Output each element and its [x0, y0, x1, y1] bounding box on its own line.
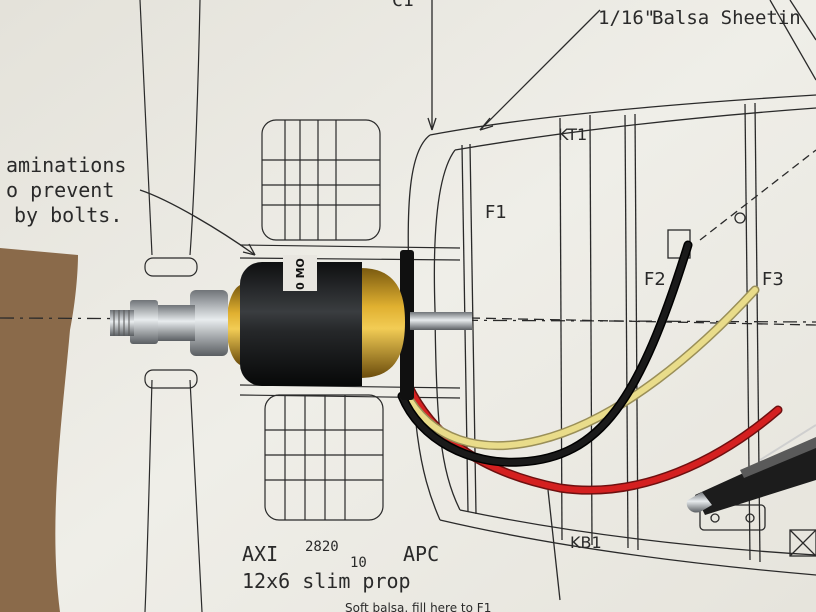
- propeller-drawing: [139, 0, 203, 612]
- motor-gold-can: [360, 268, 405, 378]
- laminations-line2: o prevent: [6, 178, 114, 202]
- motor-shaft-rear: [410, 312, 472, 330]
- former-f1-label: F1: [485, 202, 507, 223]
- former-f3-label: F3: [762, 269, 784, 290]
- pen: [686, 424, 816, 515]
- motor-label: [283, 255, 317, 291]
- motor-mount-plate: [400, 250, 414, 400]
- motor-wires: [397, 240, 783, 495]
- balsa-note: Balsa Sheetin: [652, 7, 801, 29]
- prop-collet: [155, 305, 195, 341]
- cowl-drawing: [239, 119, 461, 521]
- motor-note-axi: AXI: [242, 542, 278, 566]
- keel-bottom-label: KB1: [570, 533, 602, 552]
- laminations-line1: aminations: [6, 153, 126, 177]
- motor-note-kv-sup: 2820: [305, 539, 339, 555]
- motor-front-ring: [226, 285, 240, 365]
- motor-note-kv-sub: 10: [350, 555, 367, 571]
- motor-label-text: 0 MO: [294, 258, 307, 290]
- bottom-note: Soft balsa, fill here to F1: [345, 601, 491, 612]
- keel-top-label: KT1: [558, 125, 587, 144]
- motor-note-apc: APC: [403, 542, 439, 566]
- motor-note-prop: 12x6 slim prop: [242, 569, 411, 593]
- prop-adapter: [190, 290, 228, 356]
- former-f2-label: F2: [644, 269, 666, 290]
- balsa-fraction: 1/16": [598, 7, 655, 29]
- laminations-line3: by bolts.: [14, 203, 122, 227]
- brushless-motor: 0 MO: [110, 250, 472, 400]
- c1-label: C1: [392, 0, 414, 11]
- prop-nut: [130, 300, 158, 344]
